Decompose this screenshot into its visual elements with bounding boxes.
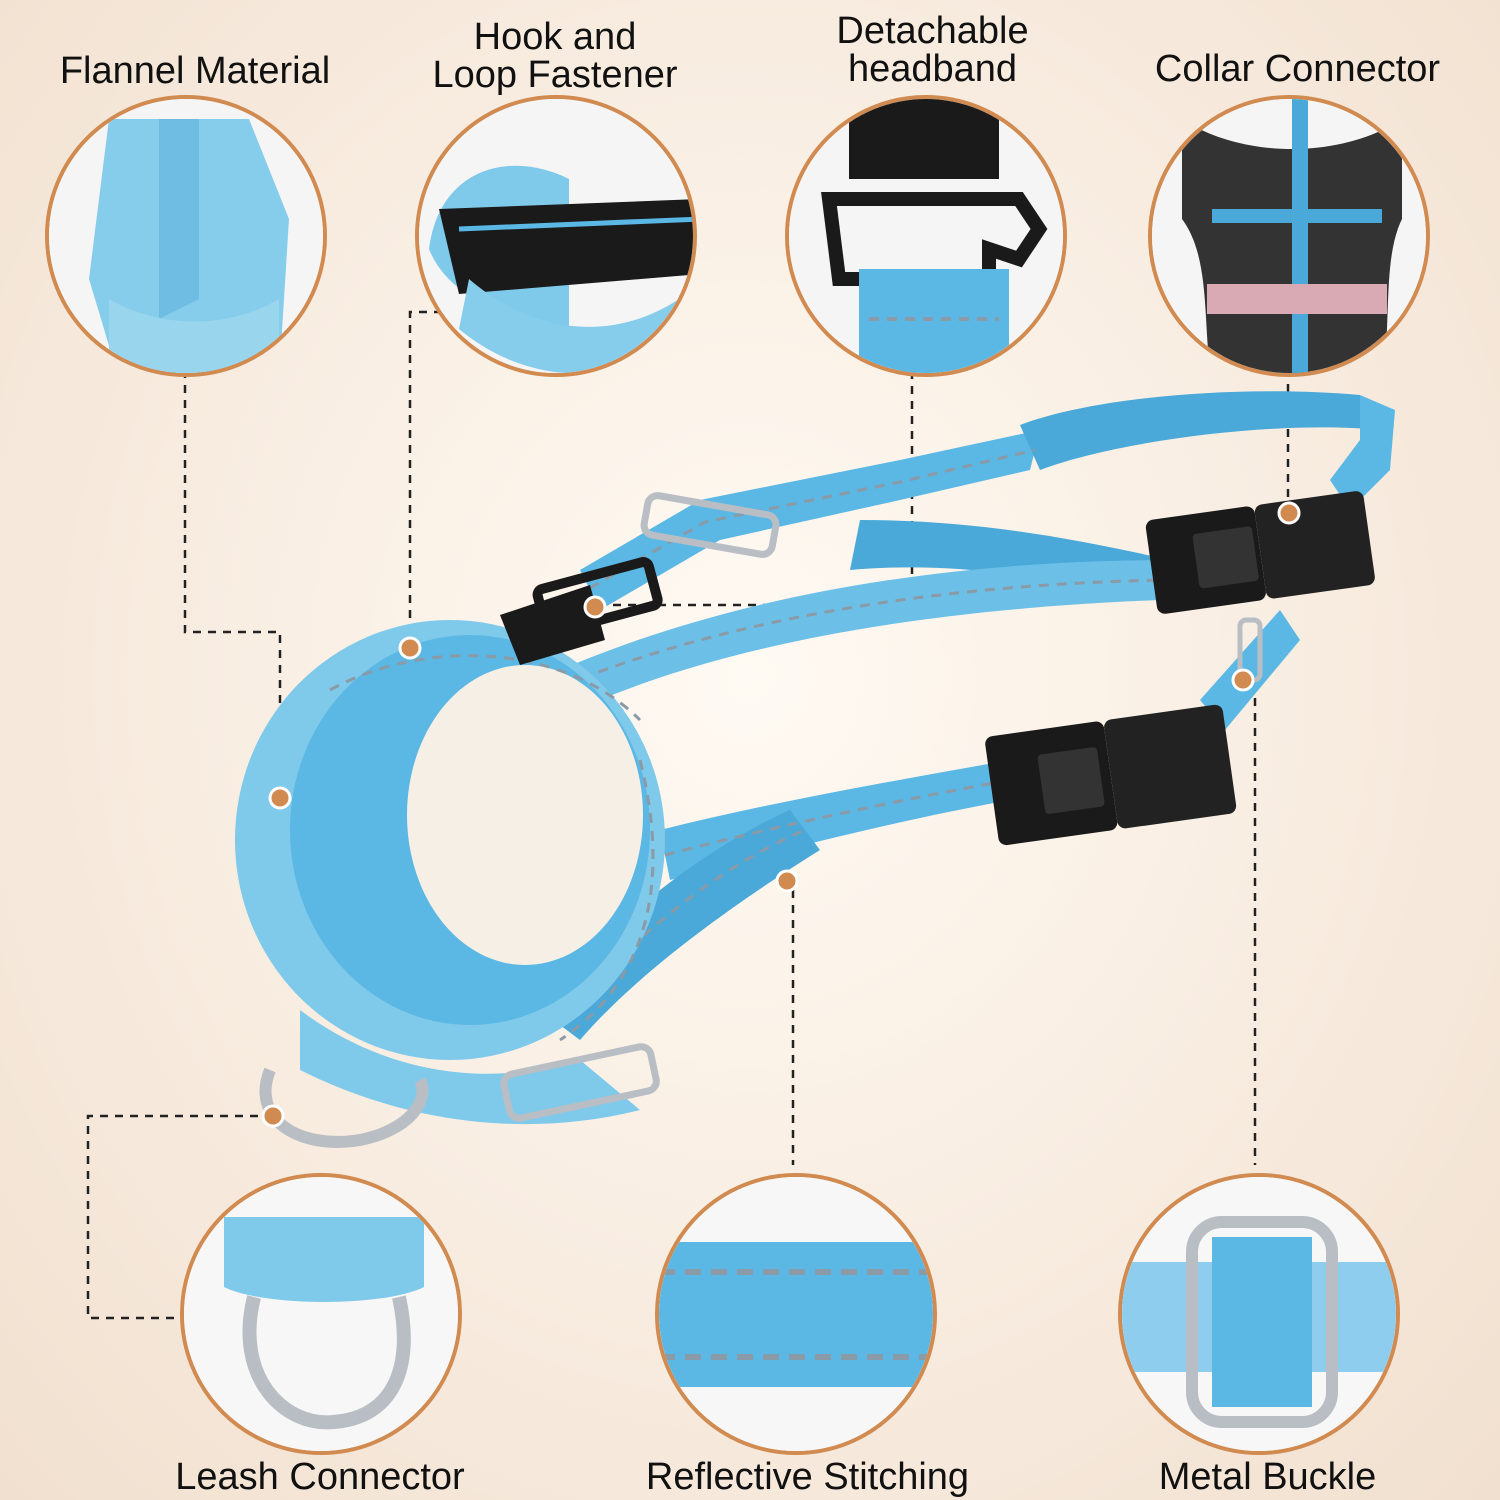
hotspots [261, 501, 1301, 1128]
label-reflective-stitching: Reflective Stitching [645, 1456, 970, 1498]
label-hook-line1: Hook and [473, 16, 637, 58]
hotspot-flannel [268, 786, 292, 810]
collar-buckle [1145, 491, 1375, 614]
lower-side-buckle [985, 704, 1237, 846]
metal-slider-top [640, 492, 780, 558]
bubble-collar-connector [1148, 95, 1430, 377]
label-flannel-material: Flannel Material [59, 50, 331, 92]
label-leash-connector: Leash Connector [175, 1456, 465, 1498]
label-detachable-headband: Detachable headband [805, 12, 1060, 88]
bubble-leash-connector [180, 1173, 462, 1455]
leader-line-metal-buckle [1243, 678, 1257, 1165]
muzzle-loop-inner [407, 665, 643, 965]
hotspot-reflective [775, 869, 799, 893]
neck-strap-right [1330, 395, 1395, 510]
hotspot-leash [261, 1104, 285, 1128]
bubble-metal-buckle [1118, 1173, 1400, 1455]
head-strap-top [580, 430, 1040, 610]
bubble-detachable-headband [785, 95, 1067, 377]
hotspot-metal-buckle [1231, 668, 1255, 692]
label-collar-connector: Collar Connector [1154, 48, 1441, 90]
hotspot-detachable [583, 595, 607, 619]
diagonal-strap [560, 560, 1175, 700]
label-hook-and-loop-fastener: Hook and Loop Fastener [415, 18, 695, 94]
fleece-bottom [300, 1010, 640, 1125]
leader-line-hook-loop [408, 310, 440, 648]
black-hook-piece [532, 557, 663, 638]
hotspot-hook-loop [398, 636, 422, 660]
bubble-hook-and-loop [415, 95, 697, 377]
label-detachable-line2: headband [847, 48, 1018, 90]
label-metal-buckle: Metal Buckle [1158, 1456, 1377, 1498]
metal-slider-bottom [500, 1043, 660, 1122]
hotspot-collar [1277, 501, 1301, 525]
leader-line-detachable [598, 370, 914, 607]
leader-line-reflective [787, 879, 795, 1165]
black-hook-strap [500, 585, 605, 665]
neck-strap-upper [1020, 391, 1380, 470]
leader-line-leash [86, 1114, 273, 1320]
harness [235, 391, 1395, 1148]
label-hook-line2: Loop Fastener [432, 54, 678, 96]
bubble-flannel-material [45, 95, 327, 377]
collar-strap-lower [1200, 610, 1300, 730]
label-detachable-line1: Detachable [836, 10, 1029, 52]
bubble-reflective-stitching [655, 1173, 937, 1455]
